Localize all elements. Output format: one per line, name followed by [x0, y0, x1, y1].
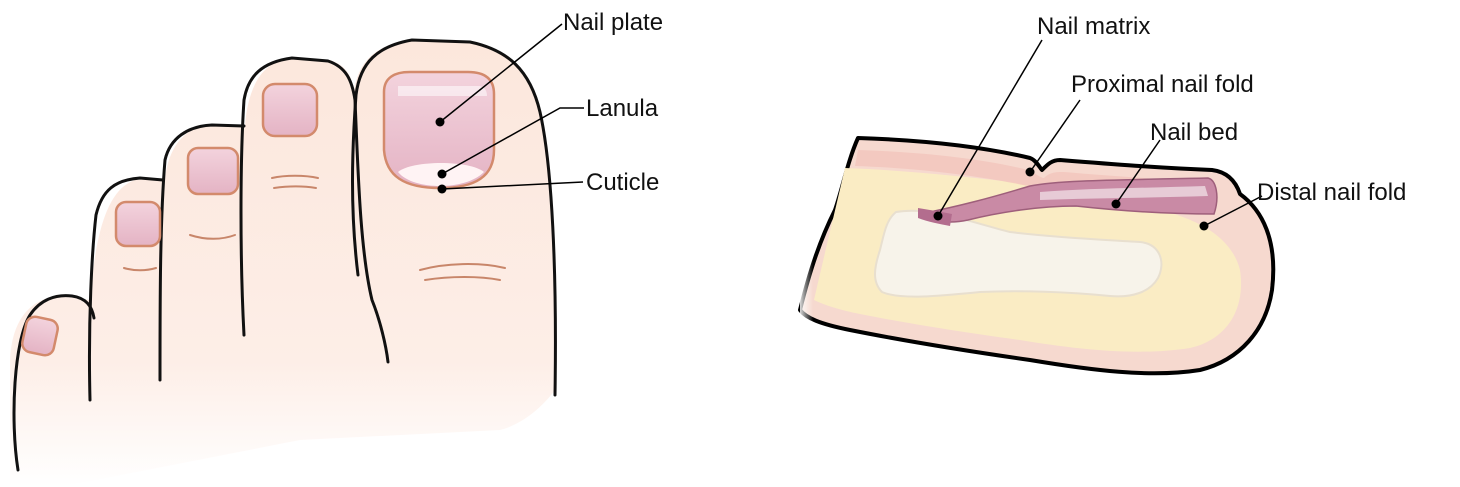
distal-nail-fold-dot [1200, 222, 1209, 231]
label-distal-nail-fold: Distal nail fold [1257, 179, 1406, 206]
lunula-dot [438, 170, 447, 179]
nail-matrix-dot [934, 212, 943, 221]
label-proximal-nail-fold: Proximal nail fold [1071, 71, 1254, 98]
little-toe-nail [21, 315, 60, 357]
label-nail-bed: Nail bed [1150, 119, 1238, 146]
proximal-nail-fold-dot [1026, 168, 1035, 177]
fourth-toe-nail [116, 202, 160, 246]
foot-illustration: Nail plate Lanula Cuticle [0, 9, 663, 487]
nail-cross-section: Nail matrix Proximal nail fold Nail bed … [800, 13, 1406, 373]
foot-left-fade [0, 280, 120, 487]
label-cuticle: Cuticle [586, 169, 659, 196]
nail-plate-dot [436, 118, 445, 127]
third-toe-nail [188, 148, 238, 194]
nail-bed-dot [1112, 200, 1121, 209]
label-nail-matrix: Nail matrix [1037, 13, 1150, 40]
second-toe-nail [263, 84, 317, 136]
label-lunula: Lanula [586, 95, 659, 122]
cuticle-dot [438, 185, 447, 194]
label-nail-plate: Nail plate [563, 9, 663, 36]
